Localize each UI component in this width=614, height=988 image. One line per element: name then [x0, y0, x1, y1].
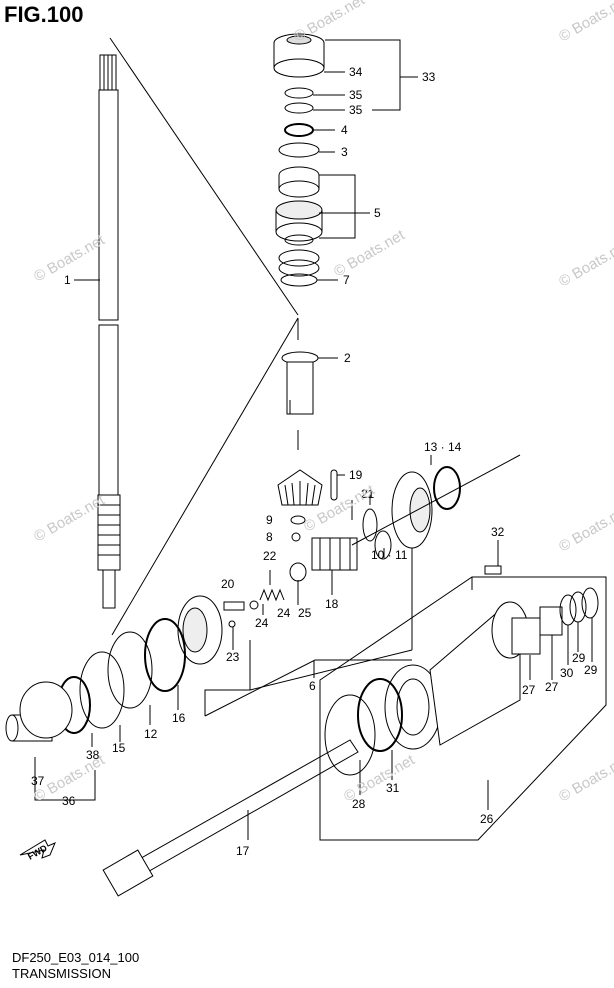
pin-20[interactable] [223, 601, 245, 611]
propeller-shaft[interactable] [102, 739, 359, 897]
callout-15: 15 [112, 741, 126, 755]
callout-22: 22 [263, 549, 277, 563]
nut-4[interactable] [284, 123, 314, 137]
washer-15[interactable] [79, 651, 125, 729]
drive-shaft[interactable] [97, 54, 121, 609]
callout-6: 6 [309, 679, 316, 693]
callout-31: 31 [386, 781, 400, 795]
callout-20: 20 [221, 577, 235, 591]
callout-25: 25 [298, 606, 312, 620]
callout-27a: 27 [522, 683, 536, 697]
bearing-31[interactable] [357, 678, 403, 752]
callout-17: 17 [236, 844, 250, 858]
callout-1: 1 [64, 273, 71, 287]
ball-23[interactable] [228, 620, 236, 628]
bearing-housing[interactable] [273, 33, 325, 78]
shift-spring[interactable] [259, 588, 285, 602]
callout-5: 5 [374, 206, 381, 220]
shim-13-14[interactable] [433, 466, 461, 510]
bearing-27a[interactable] [511, 617, 541, 655]
callout-8: 8 [266, 530, 273, 544]
seal-29b[interactable] [581, 587, 599, 619]
callout-29a: 29 [572, 651, 586, 665]
propeller-shaft-housing[interactable] [384, 601, 529, 750]
pinion-gear[interactable] [277, 469, 323, 506]
callout-27b: 27 [545, 680, 559, 694]
section-title: TRANSMISSION [12, 966, 111, 981]
callout-28: 28 [352, 797, 366, 811]
callout-23: 23 [226, 650, 240, 664]
prop-shaft-front[interactable] [5, 681, 73, 742]
callout-37: 37 [31, 774, 45, 788]
callout-36: 36 [62, 794, 76, 808]
bushing-10[interactable] [374, 530, 392, 560]
forward-gear[interactable] [391, 471, 433, 549]
callout-21: 21 [361, 487, 375, 501]
figure-title: FIG.100 [4, 2, 84, 27]
callout-3: 3 [341, 145, 348, 159]
callout-24b: 24 [277, 606, 291, 620]
callout-18: 18 [325, 597, 339, 611]
callout-13-14: 13 · 14 [424, 440, 462, 454]
ring-25[interactable] [289, 562, 307, 582]
callout-26: 26 [480, 812, 494, 826]
callout-16: 16 [172, 711, 186, 725]
race-3[interactable] [278, 142, 320, 158]
bearing-27b[interactable] [539, 606, 563, 636]
bolt-32[interactable] [484, 565, 502, 575]
pin-19[interactable] [330, 469, 338, 501]
ring-21[interactable] [362, 508, 378, 542]
callout-30: 30 [560, 666, 574, 680]
callout-24a: 24 [255, 616, 269, 630]
callout-7: 7 [343, 273, 350, 287]
oring-28[interactable] [324, 694, 376, 776]
ball-24[interactable] [249, 600, 259, 610]
callout-2: 2 [344, 351, 351, 365]
shim-35-lower[interactable] [284, 102, 314, 114]
fwd-arrow-icon [19, 839, 56, 859]
callout-35b: 35 [349, 103, 363, 117]
nut-8[interactable] [291, 532, 301, 542]
callout-38: 38 [86, 748, 100, 762]
shim-35-upper[interactable] [284, 87, 314, 99]
callout-19: 19 [349, 468, 363, 482]
reverse-gear[interactable] [177, 595, 223, 665]
sleeve-2[interactable] [281, 351, 319, 415]
callout-29b: 29 [584, 663, 598, 677]
callout-9: 9 [266, 513, 273, 527]
washer-12[interactable] [107, 631, 153, 709]
model-code: DF250_E03_014_100 [12, 950, 140, 965]
callout-32: 32 [491, 525, 505, 539]
callout-12: 12 [144, 727, 158, 741]
thrust-bearing-16[interactable] [144, 618, 186, 692]
callout-4: 4 [341, 123, 348, 137]
callout-34: 34 [349, 65, 363, 79]
callout-33: 33 [422, 70, 436, 84]
bearing-5[interactable] [275, 166, 323, 277]
callout-10-11: 10 · 11 [371, 548, 408, 562]
washer-9[interactable] [290, 515, 306, 525]
seal-29a[interactable] [569, 591, 587, 623]
callout-35a: 35 [349, 88, 363, 102]
clutch-18[interactable] [311, 537, 358, 571]
